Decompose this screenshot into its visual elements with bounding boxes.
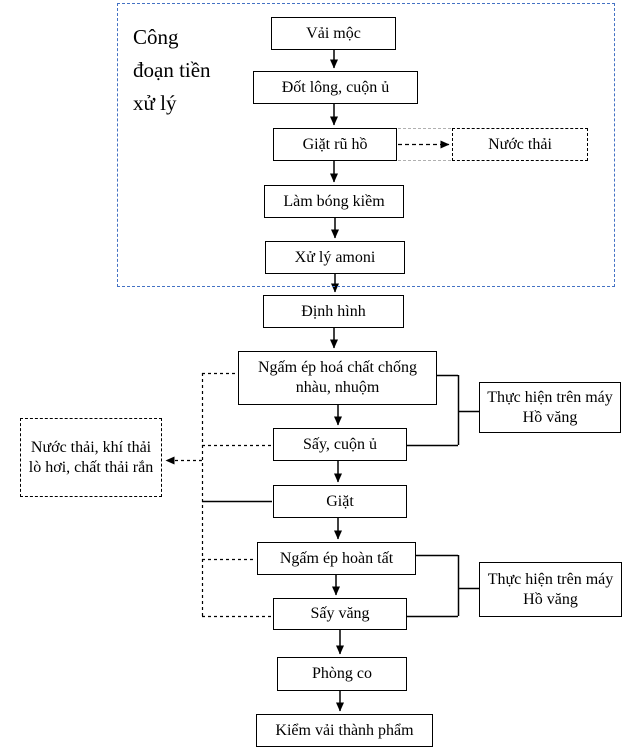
node-lam-bong-kiem: Làm bóng kiềm: [264, 185, 404, 218]
bracket-1: [407, 374, 479, 447]
node-dot-long-cuon-u: Đốt lông, cuộn ủ: [253, 71, 418, 104]
node-label: Phòng co: [312, 665, 372, 683]
chain-arrows: [330, 50, 344, 712]
node-label: Ngấm ép hoá chất chống nhàu, nhuộm: [257, 359, 418, 396]
node-label: Sấy văng: [310, 605, 370, 623]
node-label: Giặt rũ hồ: [302, 135, 368, 153]
node-label: Sấy, cuộn ủ: [302, 435, 378, 453]
node-label: Ngấm ép hoàn tất: [279, 549, 394, 567]
node-label: Định hình: [301, 302, 366, 320]
node-xu-ly-amoni: Xử lý amoni: [265, 241, 405, 274]
node-label: Vải mộc: [306, 24, 361, 42]
node-ngam-ep-hoan-tat: Ngấm ép hoàn tất: [257, 542, 416, 575]
node-vai-moc: Vải mộc: [271, 17, 396, 50]
node-say-vang: Sấy văng: [273, 598, 407, 630]
node-label: Nước thải, khí thải lò hơi, chất thải rắ…: [28, 438, 154, 476]
pretreatment-group-label: Công đoạn tiền xử lý: [133, 25, 211, 115]
node-label: Đốt lông, cuộn ủ: [281, 78, 390, 96]
node-label: Nước thải: [488, 135, 552, 153]
node-may-ho-vang-1: Thực hiện trên máy Hồ văng: [479, 382, 621, 433]
node-giat: Giặt: [273, 485, 407, 518]
node-label: Thực hiện trên máy Hồ văng: [487, 570, 614, 608]
node-label: Thực hiện trên máy Hồ văng: [487, 388, 613, 426]
node-giat-ru-ho: Giặt rũ hồ: [273, 128, 397, 161]
node-label: Kiểm vải thành phẩm: [275, 721, 414, 739]
node-say-cuon-u: Sấy, cuộn ủ: [273, 428, 407, 461]
pretreatment-group-frame: [117, 3, 615, 287]
node-phong-co: Phòng co: [277, 657, 407, 691]
node-waste-outputs: Nước thải, khí thải lò hơi, chất thải rắ…: [20, 418, 162, 497]
node-ngam-ep-hoa-chat: Ngấm ép hoá chất chống nhàu, nhuộm: [238, 351, 437, 405]
node-nuoc-thai: Nước thải: [452, 128, 588, 161]
waste-collector-lines: [165, 372, 272, 618]
node-label: Xử lý amoni: [294, 248, 376, 266]
bracket-2: [407, 554, 479, 618]
node-label: Giặt: [326, 492, 354, 510]
node-may-ho-vang-2: Thực hiện trên máy Hồ văng: [479, 562, 622, 617]
node-kiem-vai-thanh-pham: Kiểm vải thành phẩm: [256, 714, 433, 747]
node-label: Làm bóng kiềm: [283, 192, 385, 210]
node-dinh-hinh: Định hình: [263, 295, 404, 328]
waste-water-arrow: [398, 128, 452, 161]
